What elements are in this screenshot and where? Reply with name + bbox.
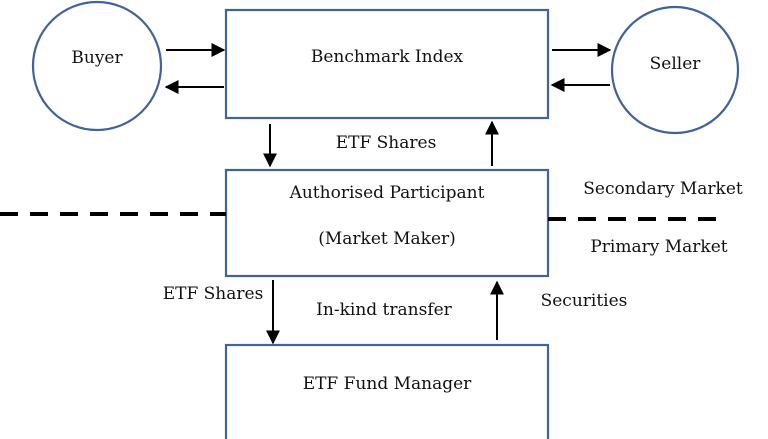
in-kind-transfer-label: In-kind transfer	[316, 300, 453, 320]
etf-shares-left-label: ETF Shares	[163, 284, 264, 304]
benchmark-index-label: Benchmark Index	[311, 47, 464, 67]
fund-manager-label: ETF Fund Manager	[303, 374, 472, 394]
primary-market-label: Primary Market	[590, 237, 727, 257]
benchmark-index-box	[224, 8, 550, 120]
secondary-market-label: Secondary Market	[583, 179, 743, 199]
buyer-label: Buyer	[71, 48, 123, 68]
market-maker-label: (Market Maker)	[318, 229, 456, 249]
securities-label: Securities	[541, 291, 628, 311]
authorised-participant-label: Authorised Participant	[289, 183, 485, 203]
etf-shares-top-label: ETF Shares	[336, 133, 437, 153]
seller-node	[610, 5, 740, 135]
seller-label: Seller	[650, 54, 702, 74]
buyer-node	[31, 0, 163, 132]
authorised-participant-box	[224, 168, 550, 278]
fund-manager-box	[224, 343, 550, 439]
